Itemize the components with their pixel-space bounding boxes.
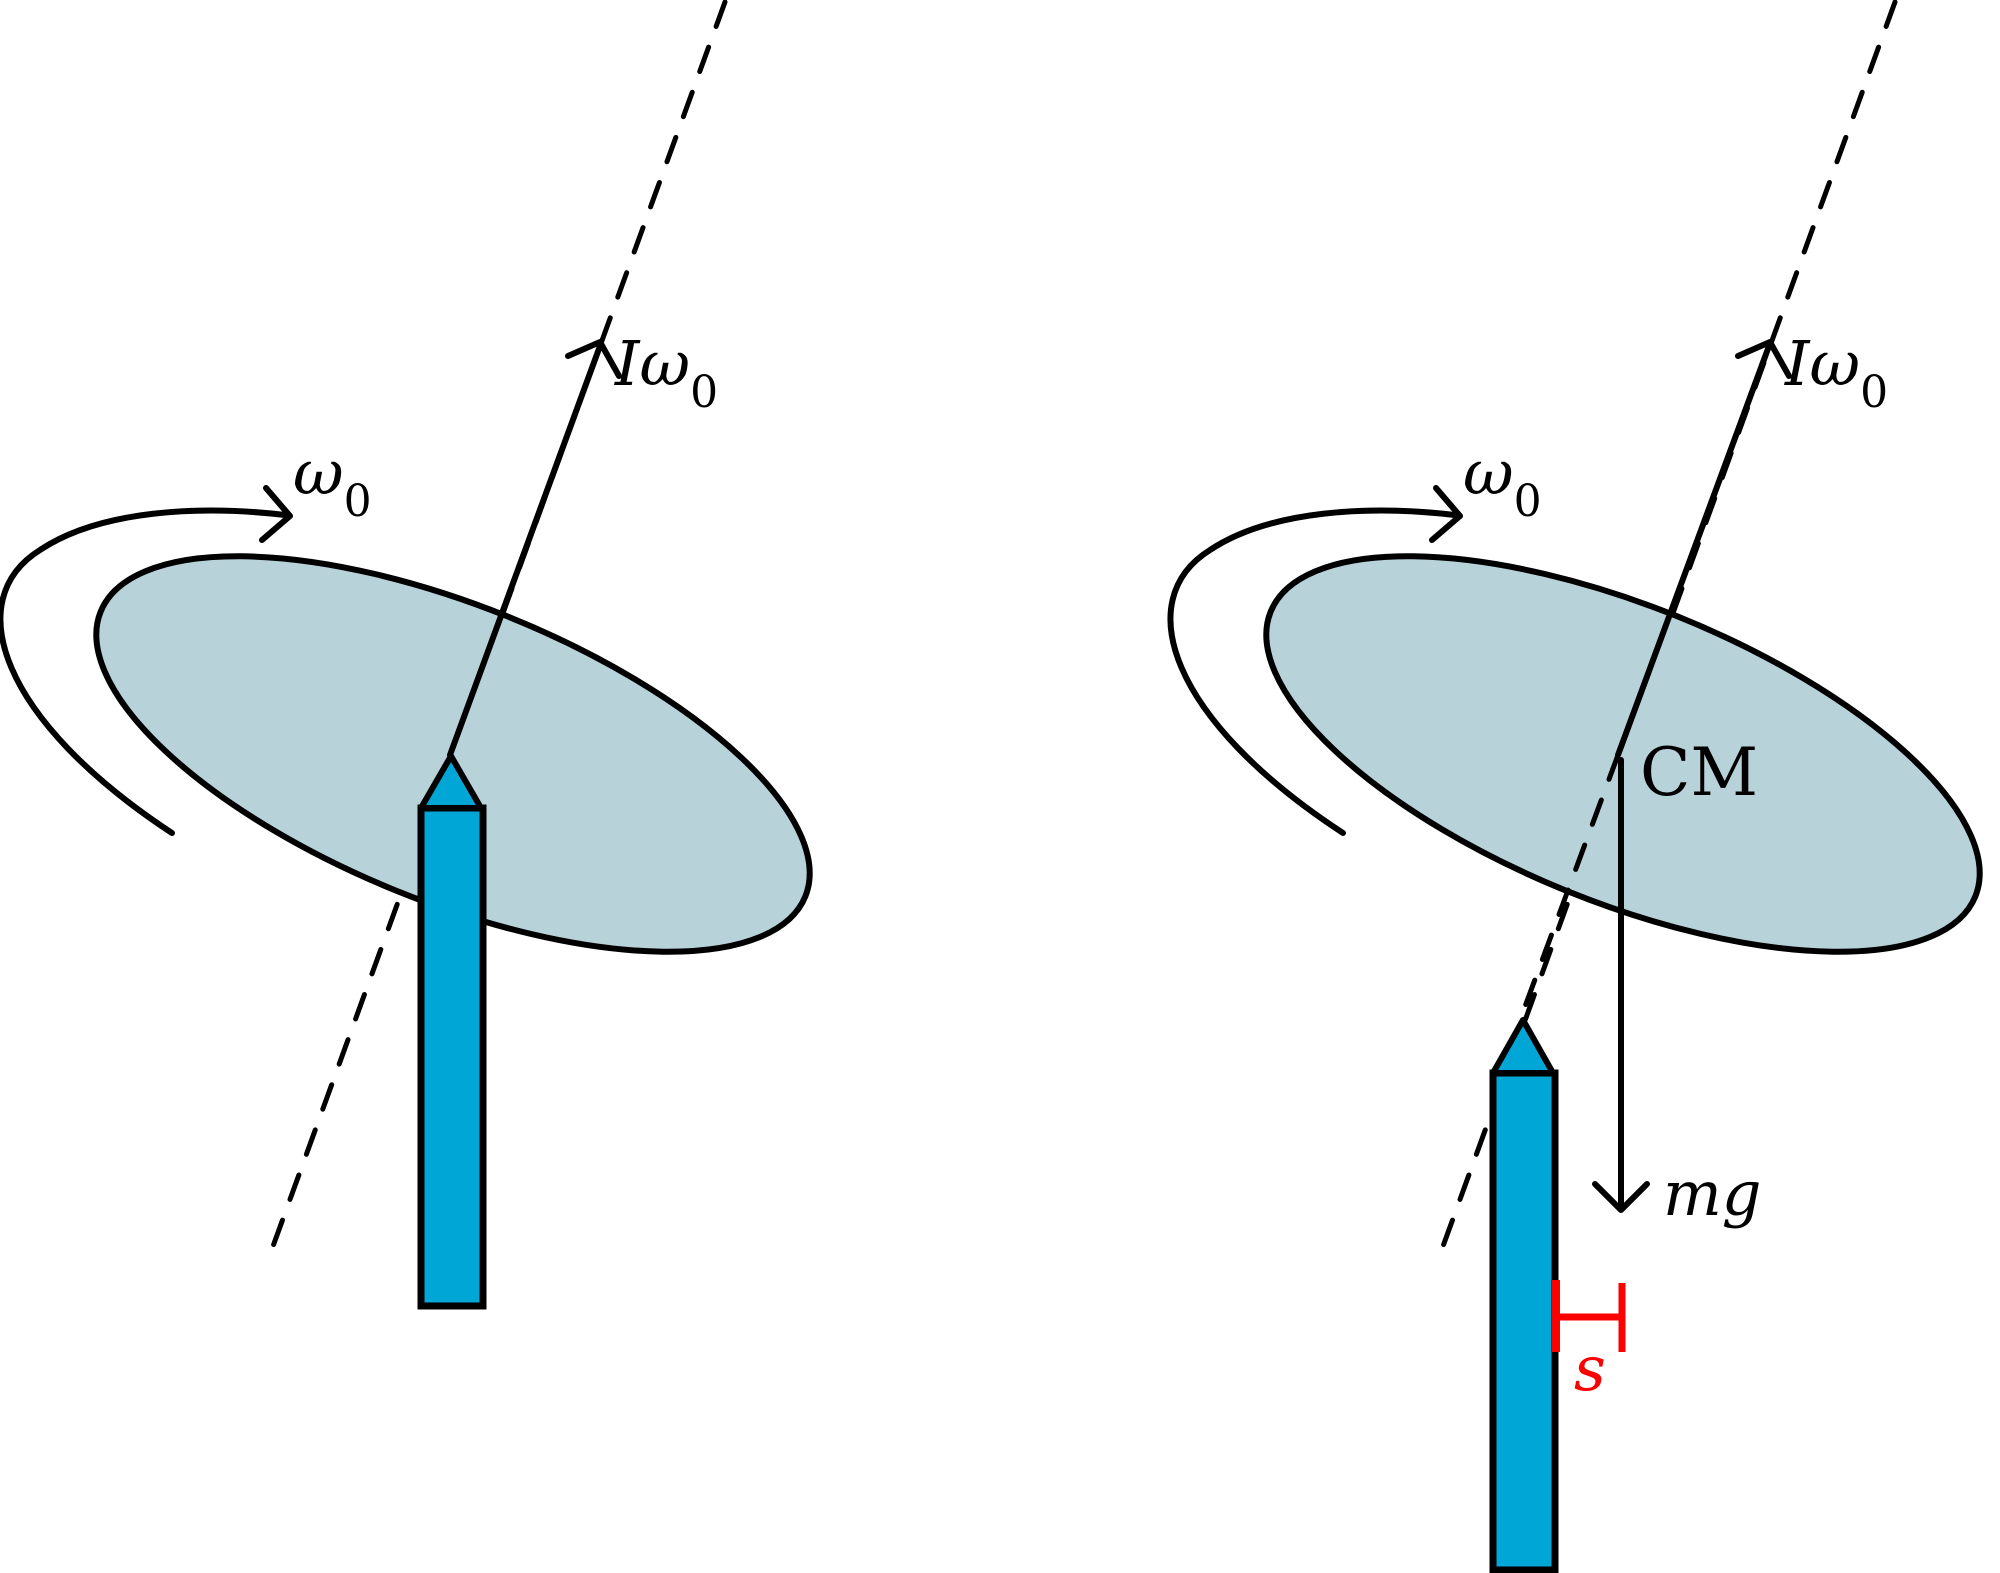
right-pencil-tip <box>1490 1017 1556 1076</box>
left-angular-momentum-label: Iω0 <box>614 327 718 418</box>
right-panel: Iω0 ω0 CM mg s <box>1167 0 1983 1573</box>
left-pencil-tip <box>418 753 484 811</box>
left-angular-momentum-arrowhead <box>565 339 622 379</box>
right-weight-arrowhead <box>1592 1181 1650 1213</box>
offset-label: s <box>1574 1332 1606 1405</box>
right-pencil-body <box>1489 1069 1559 1573</box>
right-axis-through-disc <box>1517 752 1621 1023</box>
right-spin-label: ω0 <box>1463 436 1542 527</box>
left-spin-arrow-arc <box>0 507 288 836</box>
right-angular-momentum-label: Iω0 <box>1784 327 1888 418</box>
left-axis-dashed-line <box>265 0 728 1263</box>
left-pencil-body <box>417 804 487 1310</box>
left-angular-momentum-vector <box>447 343 603 758</box>
right-angular-momentum-vector <box>1615 343 1772 758</box>
center-of-mass-label: CM <box>1640 734 1758 811</box>
weight-label: mg <box>1663 1157 1761 1230</box>
left-panel: Iω0 ω0 <box>0 0 813 1310</box>
right-angular-momentum-arrowhead <box>1735 339 1792 379</box>
right-spin-arrow-arc <box>1167 507 1458 836</box>
offset-marker <box>1552 1280 1626 1352</box>
left-spin-label: ω0 <box>293 436 372 527</box>
left-spin-arrow-head <box>259 485 293 543</box>
right-disc <box>1263 553 1983 955</box>
right-spin-arrow-head <box>1429 485 1463 543</box>
